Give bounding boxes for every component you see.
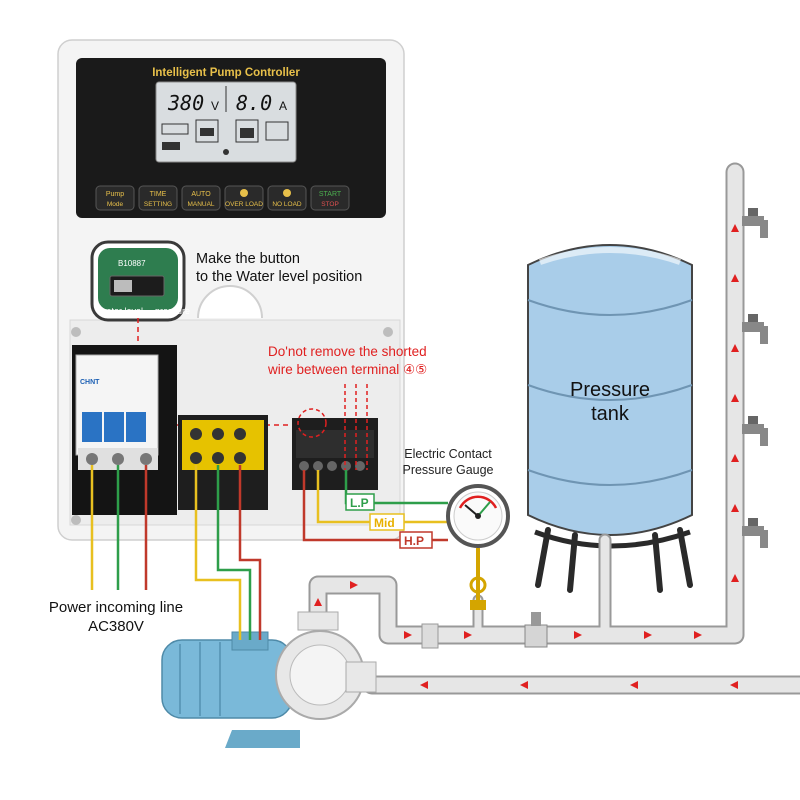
panel-button-5[interactable]: NO LOAD [267,185,307,211]
selector-switch-inset: B10887 water level pressure [90,240,300,426]
breaker-toggle[interactable] [104,412,124,442]
gauge-label-line2: Pressure Gauge [402,463,493,477]
lp-label: L.P [350,496,369,510]
panel-button-bottom-label: STOP [321,201,339,208]
screw-icon [112,453,124,465]
pump-inlet [345,661,377,693]
panel-button-4[interactable]: OVER LOAD [224,185,264,211]
screw-icon [355,461,365,471]
current-value: 8.0 [236,91,272,115]
voltage-value: 380 [167,91,204,115]
valve-handle[interactable] [531,612,541,626]
motor-wire-green [216,465,252,640]
indicator-led-icon [240,189,248,197]
power-label-line1: Power incoming line [49,599,183,616]
lcd-segment [161,123,189,135]
panel-button-top-label: START [319,191,342,198]
voltage-unit: V [211,99,219,113]
highlight-circle [297,408,327,438]
controller-title: Intelligent Pump Controller [152,67,300,79]
screw-icon [383,327,393,337]
control-terminals [292,384,378,490]
switch-model: B10887 [118,259,146,268]
screw-icon [234,452,246,464]
tank-label-line1: Pressure [570,379,650,401]
lcd-segment [265,121,289,141]
mid-label: Mid [374,516,395,530]
panel-button-2[interactable]: TIME SETTING [138,185,178,211]
lcd-segment [223,149,229,155]
motor-terminals [178,415,268,510]
breaker-brand: CHNT [80,379,100,386]
motor-wire-red [238,465,262,640]
tank-icon [235,119,259,143]
pipe-coupling [421,623,439,649]
motor-wire-yellow [194,465,242,640]
tank-label-line2: tank [591,403,630,425]
lcd-segment [162,142,180,150]
shorted-note-line1: Do'not remove the shorted [268,344,427,359]
panel-button-bottom-label: OVER LOAD [225,201,263,208]
shorted-note-line2: wire between terminal ④⑤ [267,362,427,377]
screw-icon [299,461,309,471]
panel-button-top-label: Pump [106,191,124,198]
hp-label: H.P [404,534,424,548]
make-button-note-line2: to the Water level position [196,269,362,285]
cable-gland [197,285,263,319]
screw-icon [86,453,98,465]
faucet-icon [742,314,768,344]
pressure-gauge [446,484,510,610]
valve[interactable] [524,624,548,648]
faucet-icon [742,208,768,238]
panel-button-bottom-label: MANUAL [187,201,214,208]
screw-icon [190,428,202,440]
screw-icon [71,327,81,337]
panel-button-6[interactable]: START STOP [310,185,350,211]
front-panel: Intelligent Pump Controller 380 V 8.0 A … [76,58,386,218]
power-label-line2: AC380V [88,618,144,635]
indicator-led-icon [283,189,291,197]
screw-icon [190,452,202,464]
gauge-label-line1: Electric Contact [404,447,492,461]
pump-outlet [297,611,339,631]
make-button-note-line1: Make the button [196,251,300,267]
screw-icon [313,461,323,471]
screw-icon [341,461,351,471]
lcd-display: 380 V 8.0 A [155,81,297,163]
pump-icon [195,119,219,143]
screw-icon [212,452,224,464]
circuit-breaker: CHNT [72,345,177,515]
current-unit: A [279,99,287,113]
panel-button-3[interactable]: AUTO MANUAL [181,185,221,211]
panel-button-bottom-label: SETTING [144,201,172,208]
screw-icon [327,461,337,471]
faucet-icon [742,416,768,446]
screw-icon [71,515,81,525]
switch-left-label: water level [99,306,143,316]
panel-button-top-label: AUTO [191,191,211,198]
breaker-toggle[interactable] [82,412,102,442]
screw-icon [234,428,246,440]
flow-arrows [314,224,739,689]
screw-icon [212,428,224,440]
screw-icon [140,453,152,465]
switch-right-label: pressure [155,306,190,316]
faucet-icon [742,518,768,548]
wire-labels: L.P Mid H.P [345,493,433,549]
switch-slider[interactable] [114,280,132,292]
panel-button-bottom-label: Mode [107,201,124,208]
panel-button-top-label: TIME [150,191,167,198]
pipes [308,162,800,695]
faucets [742,208,768,548]
panel-button-bottom-label: NO LOAD [272,201,302,208]
pump [161,611,377,748]
gauge-setpoint [477,501,491,517]
breaker-toggle[interactable] [126,412,146,442]
